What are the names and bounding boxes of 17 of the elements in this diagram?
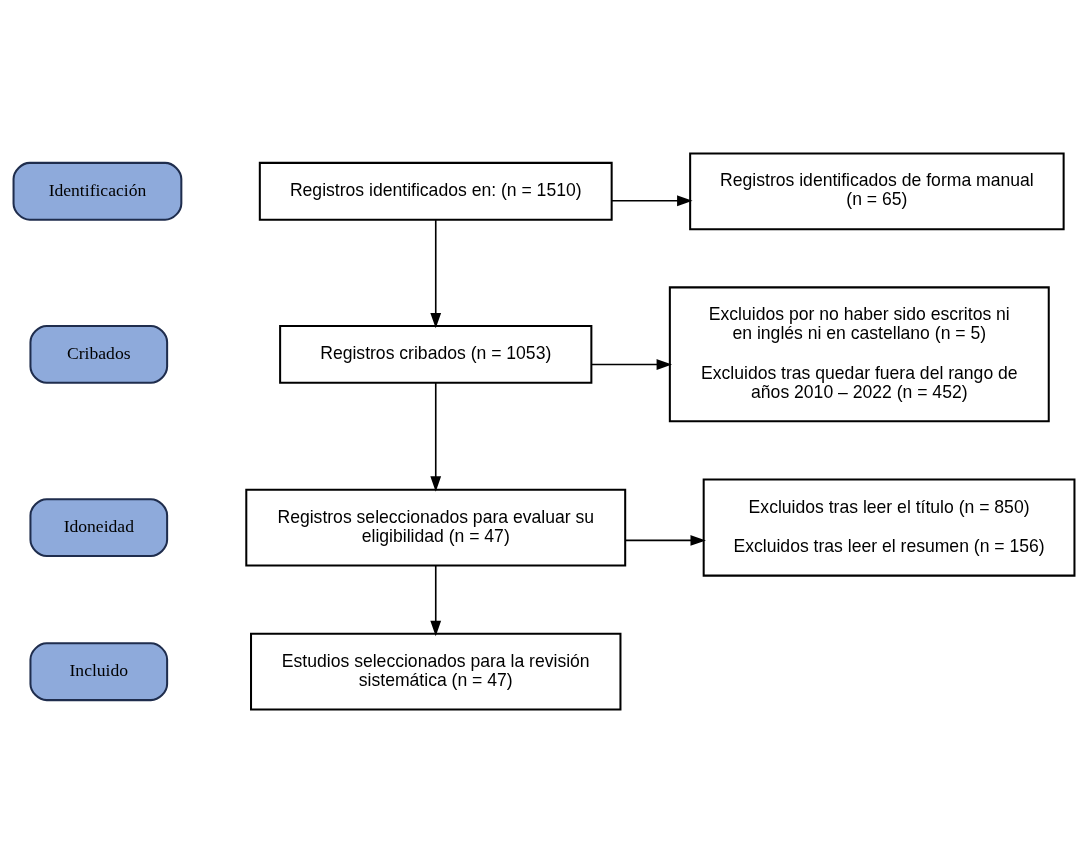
node-box: Excluidos por no haber sido escritos ni en inglés ni en castellano (n = 5) Excluidos tras quedar fuera del rango de años 2010 – 2022 (n = 452) [668,286,1050,423]
arrow [430,382,442,492]
arrow [611,195,693,207]
arrow [624,535,706,546]
arrow [590,359,673,370]
node-box: Cribados [29,324,169,384]
node-box: Excluidos tras leer el título (n = 850) Excluidos tras leer el resumen (n = 156) [702,478,1076,577]
node-box: Registros identificados de forma manual (n = 65) [689,152,1065,231]
node-box: Incluido [29,642,169,702]
node-box: Registros seleccionados para evaluar su eligibilidad (n = 47) [245,488,627,567]
node-box: Identificación [12,161,183,221]
node-box: Registros identificados en: (n = 1510) [258,161,613,221]
node-box: Idoneidad [29,498,169,557]
arrow [430,219,442,329]
node-box: Registros cribados (n = 1053) [279,324,593,384]
arrow [430,565,442,637]
node-box: Estudios seleccionados para la revisión sistemática (n = 47) [250,632,622,711]
